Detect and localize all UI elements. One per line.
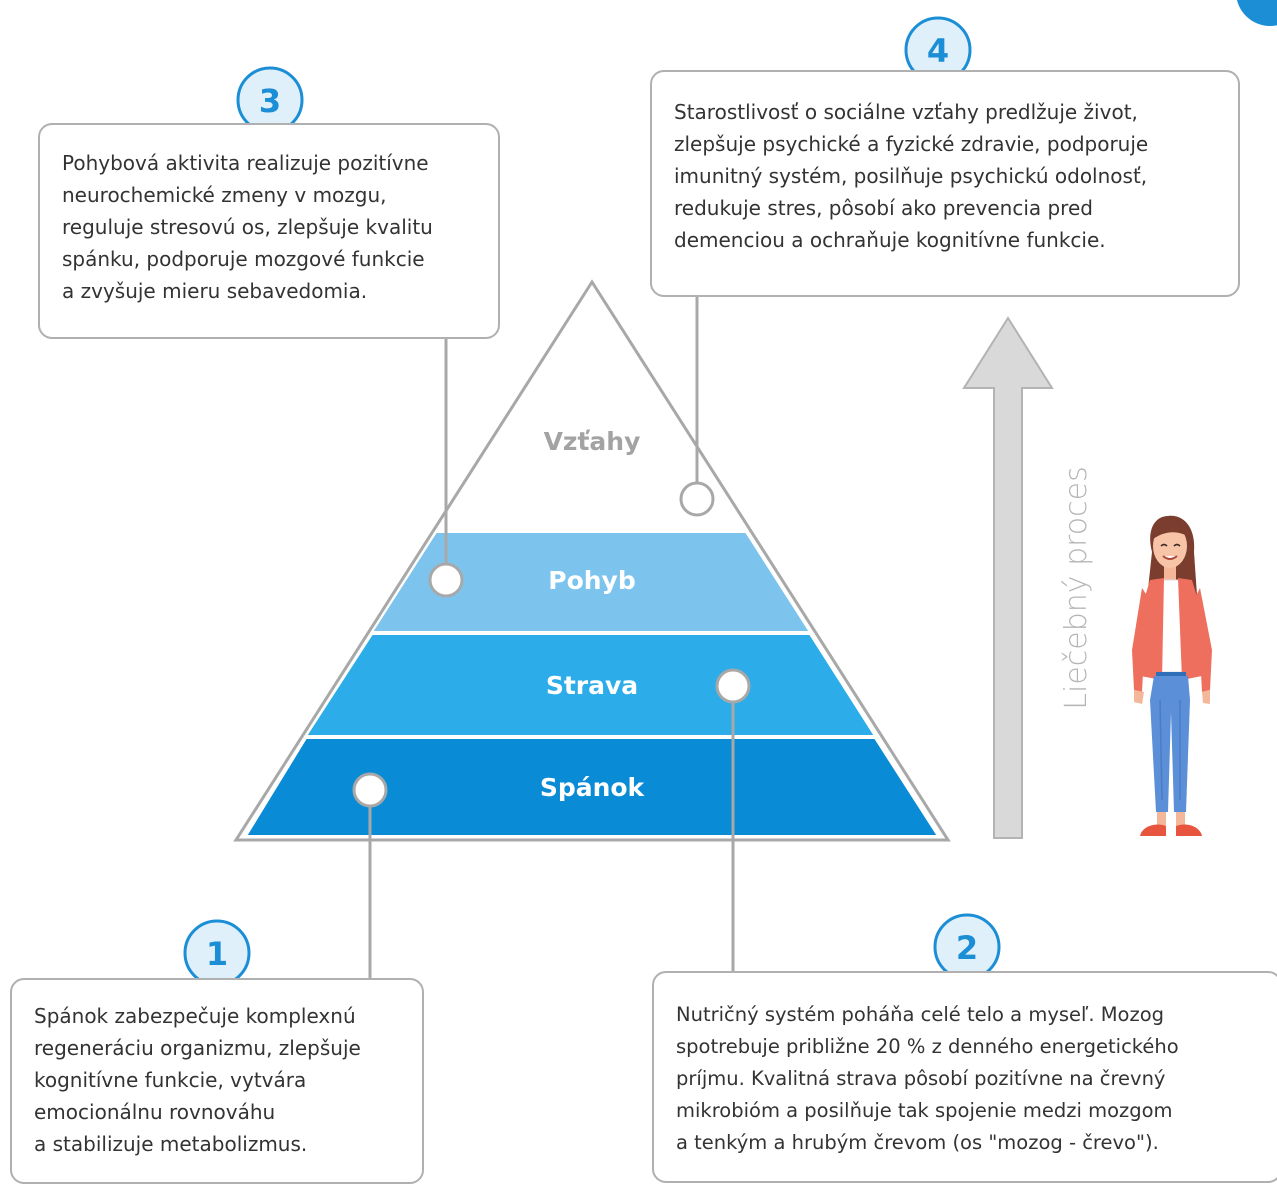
level-label-spanok: Spánok [540,773,646,802]
connector-dot-2 [715,668,751,704]
arrow-label: Liečebný proces [1059,466,1094,709]
badge-4-number: 4 [927,32,949,70]
callout-strava: Nutričný systém poháňa celé telo a myseľ… [652,971,1277,1183]
badge-1: 1 [183,919,251,987]
badge-3: 3 [236,66,304,134]
badge-2: 2 [933,913,1001,981]
badge-1-number: 1 [206,935,228,973]
level-label-vztahy: Vzťahy [544,427,641,456]
callout-vztahy: Starostlivosť o sociálne vzťahy predlžuj… [650,70,1240,297]
woman-illustration-icon [1132,515,1212,836]
callout-spanok: Spánok zabezpečuje komplexnú regeneráciu… [10,978,424,1184]
pyramid-level-spanok [244,737,940,837]
pyramid-level-pohyb [370,531,812,633]
connector-dot-1 [352,772,388,808]
connector-dot-4 [679,481,715,517]
badge-3-number: 3 [259,82,281,120]
corner-badge [1236,0,1277,26]
badge-4: 4 [904,16,972,84]
level-label-strava: Strava [546,671,638,700]
level-label-pohyb: Pohyb [548,566,636,595]
connector-dot-3 [428,562,464,598]
callout-pohyb: Pohybová aktivita realizuje pozitívne ne… [38,123,500,339]
upward-arrow-icon [962,316,1054,839]
badge-2-number: 2 [956,929,978,967]
